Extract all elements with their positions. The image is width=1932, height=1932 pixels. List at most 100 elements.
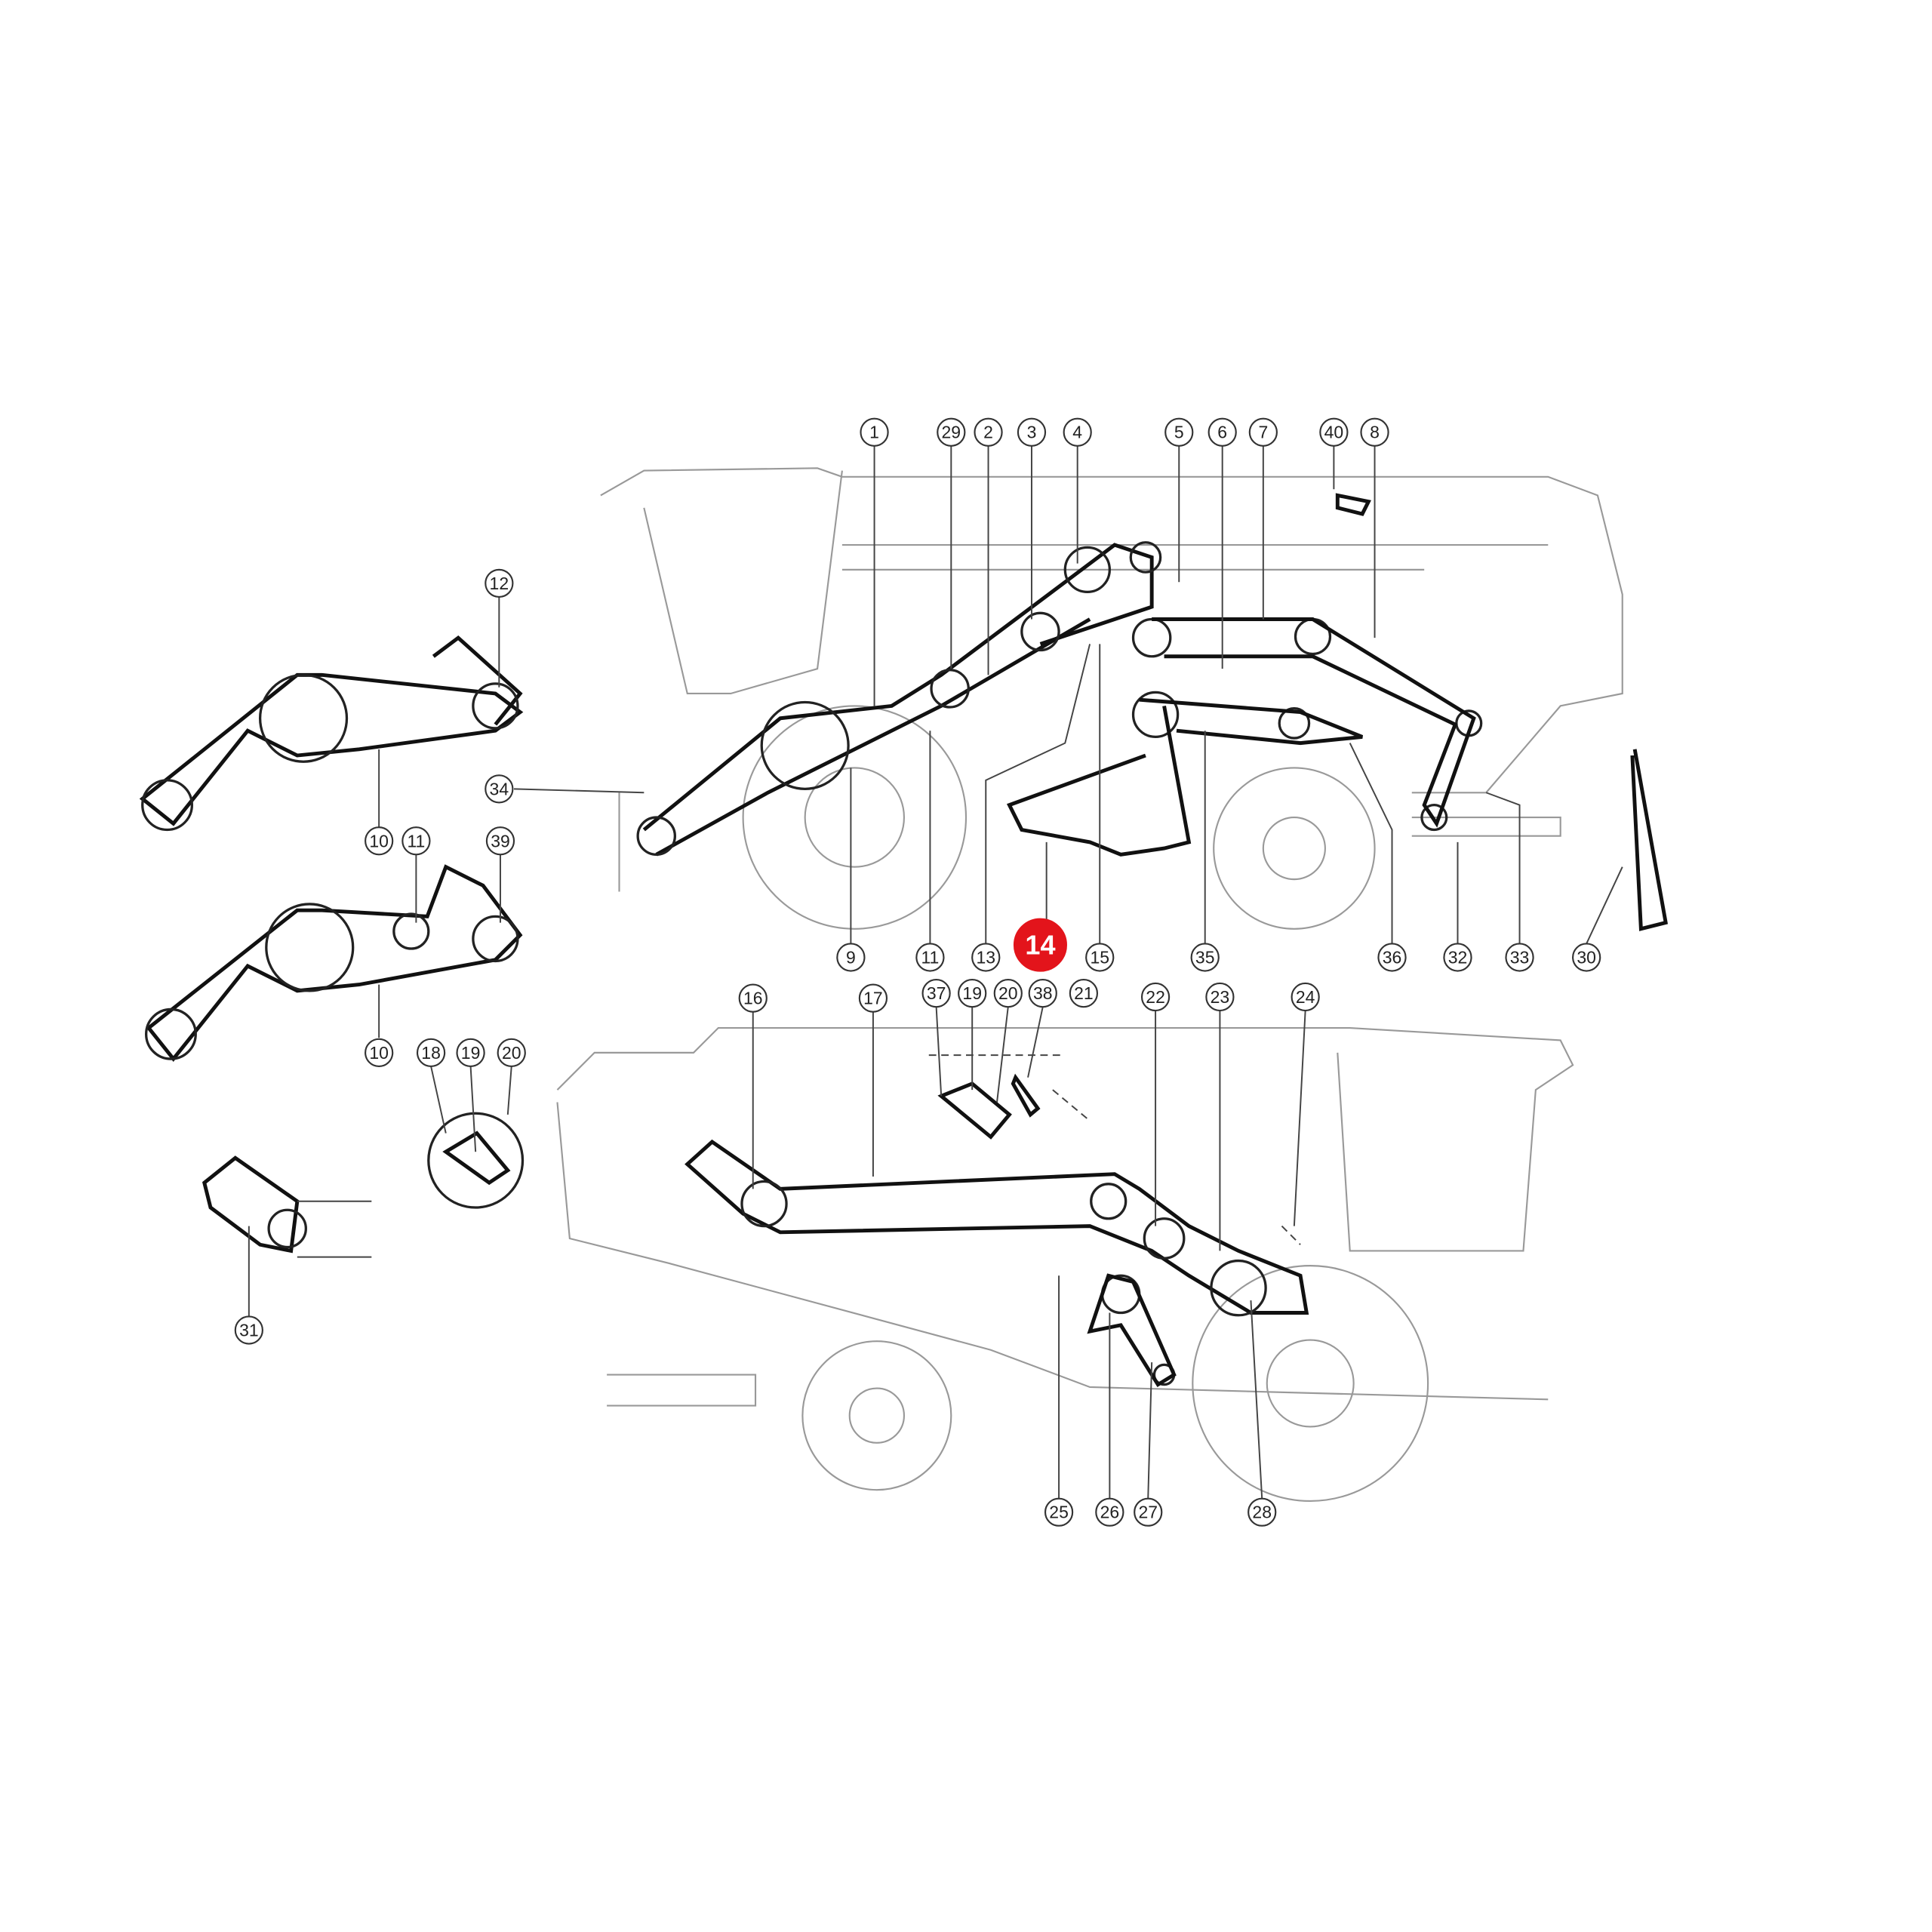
callout-17[interactable]: 17 (858, 983, 888, 1013)
callout-number: 20 (502, 1043, 521, 1063)
callout-12[interactable]: 12 (485, 568, 514, 598)
callout-number: 12 (490, 574, 509, 593)
callout-39[interactable]: 39 (485, 826, 515, 856)
belts-bottom (685, 1054, 1309, 1388)
callout-16[interactable]: 16 (738, 983, 768, 1013)
callout-number: 34 (490, 779, 509, 798)
callout-number: 22 (1146, 987, 1165, 1007)
callout-5[interactable]: 5 (1164, 417, 1194, 447)
callouts-left: 12 34 10 11 39 10 18 19 20 31 (234, 568, 526, 1345)
callout-15[interactable]: 15 (1085, 943, 1115, 972)
callout-number: 10 (369, 1043, 389, 1063)
callout-11[interactable]: 11 (915, 943, 945, 972)
callout-number: 3 (1027, 423, 1037, 442)
callout-number: 36 (1383, 948, 1402, 968)
callout-number: 16 (743, 989, 763, 1008)
callout-8[interactable]: 8 (1360, 417, 1389, 447)
callout-31[interactable]: 31 (234, 1315, 263, 1345)
callout-35[interactable]: 35 (1190, 943, 1220, 972)
callout-14-highlighted[interactable]: 14 (1013, 918, 1067, 972)
callout-2[interactable]: 2 (974, 417, 1003, 447)
callout-27[interactable]: 27 (1134, 1497, 1163, 1527)
callout-number: 32 (1448, 948, 1468, 968)
callout-37[interactable]: 37 (921, 978, 951, 1008)
combine-outline-bottom (556, 1026, 1574, 1502)
callout-24[interactable]: 24 (1291, 982, 1320, 1012)
callout-40[interactable]: 40 (1319, 417, 1349, 447)
callout-number: 40 (1324, 423, 1344, 442)
callout-10[interactable]: 10 (365, 826, 394, 856)
callout-number: 9 (846, 948, 856, 968)
callout-36[interactable]: 36 (1377, 943, 1407, 972)
callout-number: 23 (1211, 987, 1230, 1007)
callout-number: 33 (1510, 948, 1530, 968)
callout-26[interactable]: 26 (1095, 1497, 1124, 1527)
callout-25[interactable]: 25 (1044, 1497, 1074, 1527)
callout-23[interactable]: 23 (1205, 982, 1235, 1012)
callout-number: 5 (1174, 423, 1184, 442)
callouts-lower-top-row: 16 17 37 19 20 38 21 22 23 24 (738, 978, 1320, 1013)
callout-number: 35 (1195, 948, 1215, 968)
callout-22[interactable]: 22 (1140, 982, 1171, 1012)
callout-number: 29 (942, 423, 961, 442)
callout-number: 39 (491, 831, 510, 851)
callout-number: 30 (1577, 948, 1596, 968)
callout-number: 11 (921, 948, 939, 968)
callout-38[interactable]: 38 (1028, 978, 1057, 1008)
callout-30[interactable]: 30 (1572, 943, 1601, 972)
callout-3[interactable]: 3 (1017, 417, 1047, 447)
callout-11-left[interactable]: 11 (401, 826, 431, 856)
callout-number: 37 (927, 983, 946, 1003)
callout-number: 38 (1033, 983, 1053, 1003)
callout-number: 14 (1025, 930, 1055, 961)
leader-lines (248, 445, 1623, 1499)
callout-number: 27 (1138, 1503, 1158, 1522)
callout-number: 20 (998, 983, 1018, 1003)
callouts-top-row: 1 29 2 3 4 5 6 7 40 8 (860, 417, 1389, 447)
callout-number: 7 (1258, 423, 1268, 442)
callout-19[interactable]: 19 (958, 978, 987, 1008)
callout-number: 4 (1072, 423, 1082, 442)
callout-28[interactable]: 28 (1247, 1497, 1277, 1527)
callout-number: 1 (869, 423, 879, 442)
callout-number: 21 (1074, 983, 1094, 1003)
combine-outline-top (600, 467, 1623, 930)
callouts-lower-bottom-row: 25 26 27 28 (1044, 1497, 1277, 1527)
callout-20[interactable]: 20 (993, 978, 1023, 1008)
callout-13[interactable]: 13 (971, 943, 1001, 972)
callout-number: 17 (863, 989, 883, 1008)
callout-32[interactable]: 32 (1443, 943, 1472, 972)
callout-number: 15 (1090, 948, 1109, 968)
belts-left (139, 635, 525, 1258)
callout-number: 10 (369, 831, 389, 851)
callout-34[interactable]: 34 (485, 774, 514, 804)
belts-top (636, 493, 1669, 931)
callout-number: 25 (1049, 1503, 1069, 1522)
callout-number: 8 (1370, 423, 1380, 442)
callout-9[interactable]: 9 (836, 943, 866, 972)
callout-number: 28 (1252, 1503, 1272, 1522)
callout-number: 6 (1217, 423, 1227, 442)
callout-20-left[interactable]: 20 (497, 1038, 526, 1067)
callout-number: 13 (976, 948, 995, 968)
callout-number: 24 (1296, 987, 1315, 1007)
callouts-top-bottom-row: 9 11 13 14 15 35 36 32 33 30 (836, 918, 1601, 972)
callout-number: 31 (239, 1320, 259, 1340)
callout-number: 26 (1100, 1503, 1120, 1522)
callout-1[interactable]: 1 (860, 417, 889, 447)
callout-21[interactable]: 21 (1069, 978, 1099, 1008)
callout-18[interactable]: 18 (416, 1038, 446, 1067)
callout-10-second[interactable]: 10 (365, 1038, 394, 1067)
callout-number: 2 (983, 423, 993, 442)
callout-number: 18 (421, 1043, 441, 1063)
callout-number: 11 (407, 831, 425, 851)
callout-19-left[interactable]: 19 (456, 1038, 485, 1067)
callout-7[interactable]: 7 (1248, 417, 1278, 447)
callout-4[interactable]: 4 (1063, 417, 1092, 447)
callout-6[interactable]: 6 (1208, 417, 1237, 447)
callout-33[interactable]: 33 (1505, 943, 1534, 972)
callout-number: 19 (461, 1043, 481, 1063)
callout-29[interactable]: 29 (937, 417, 966, 447)
